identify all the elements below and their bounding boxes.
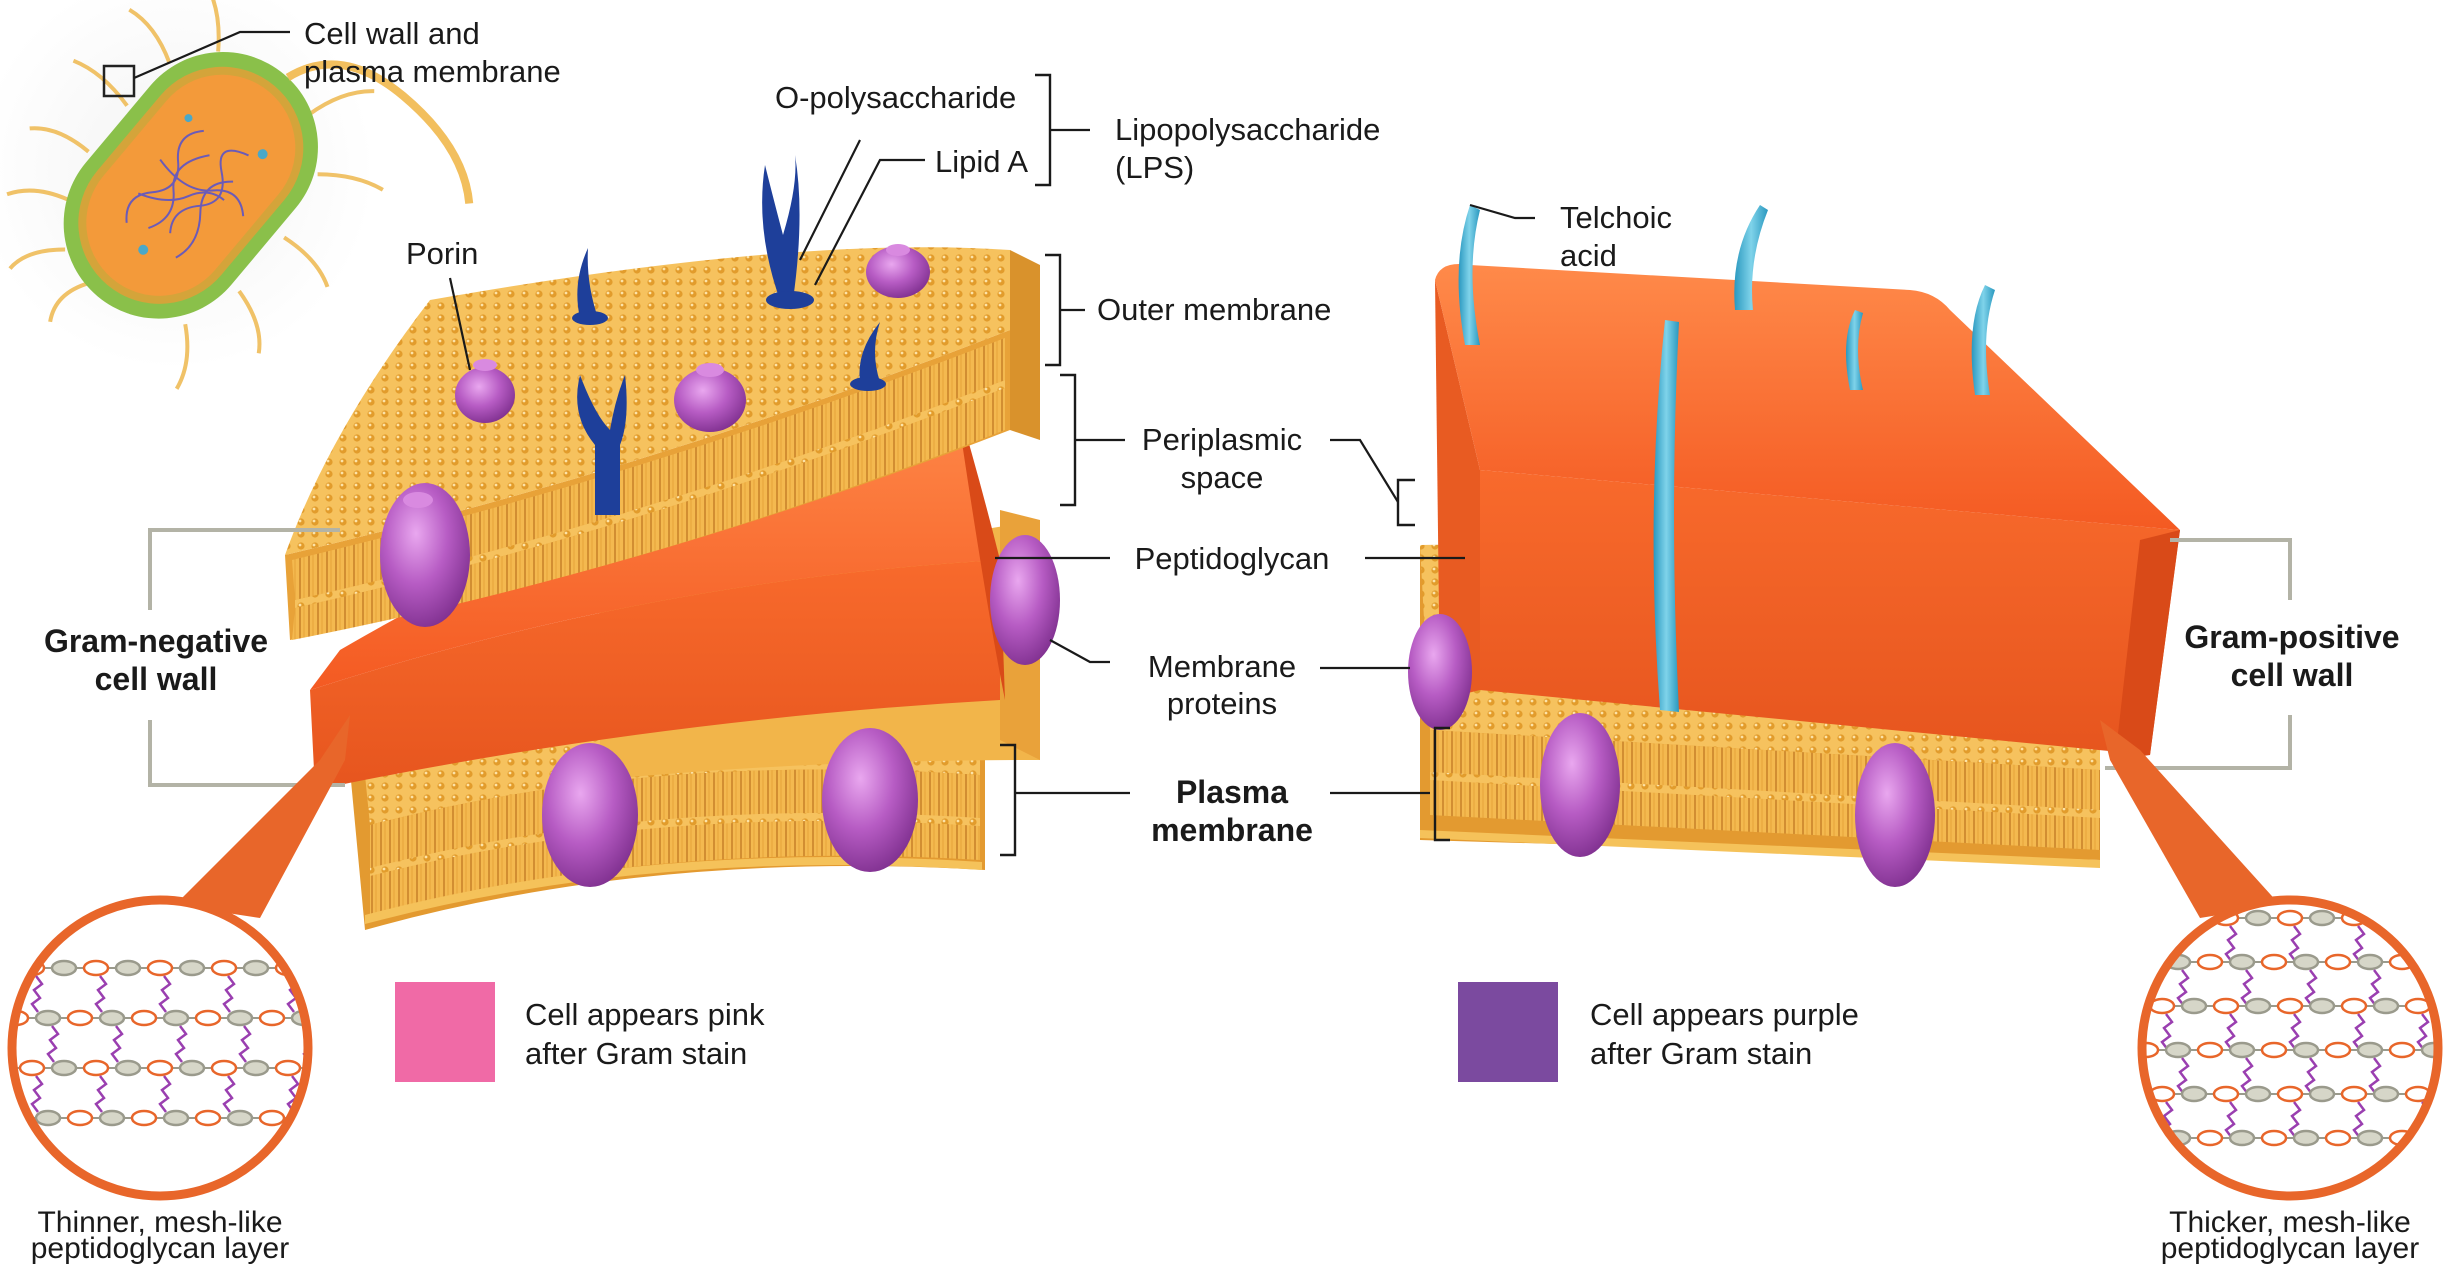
membrane-proteins-label-1: Membrane bbox=[1148, 649, 1296, 684]
leader-lines bbox=[148, 73, 2292, 857]
purple-legend-text-1: Cell appears purple bbox=[1590, 997, 1859, 1032]
teichoic-acid-label-1: Telchoic bbox=[1560, 200, 1672, 235]
inset-label-2: plasma membrane bbox=[304, 54, 561, 89]
teichoic-acid-label-2: acid bbox=[1560, 238, 1617, 273]
purple-legend-text-2: after Gram stain bbox=[1590, 1036, 1812, 1071]
lps-label-1: Lipopolysaccharide bbox=[1115, 112, 1380, 147]
lipid-a-label: Lipid A bbox=[935, 144, 1028, 179]
periplasmic-label-1: Periplasmic bbox=[1142, 422, 1302, 457]
porin-label: Porin bbox=[406, 236, 478, 271]
gram-positive-wall-illustration bbox=[1408, 205, 2180, 887]
membrane-proteins-label-2: proteins bbox=[1167, 686, 1277, 721]
plasma-membrane-label-2: membrane bbox=[1151, 812, 1313, 848]
outer-membrane-label: Outer membrane bbox=[1097, 292, 1331, 327]
thin-caption-1: Thinner, mesh-like bbox=[37, 1206, 282, 1239]
o-polysaccharide-label: O-polysaccharide bbox=[775, 80, 1016, 115]
thin-caption-2: peptidoglycan layer bbox=[31, 1232, 290, 1265]
gram-positive-label-2: cell wall bbox=[2231, 657, 2354, 693]
gram-negative-label-2: cell wall bbox=[95, 661, 218, 697]
gram-negative-label-1: Gram-negative bbox=[44, 623, 268, 659]
gram-positive-label-1: Gram-positive bbox=[2184, 619, 2399, 655]
peptidoglycan-label: Peptidoglycan bbox=[1135, 541, 1330, 576]
thick-peptidoglycan-callout bbox=[2100, 720, 2443, 1201]
periplasmic-label-2: space bbox=[1181, 460, 1264, 495]
thick-caption-2: peptidoglycan layer bbox=[2161, 1232, 2420, 1265]
pink-swatch bbox=[395, 982, 495, 1082]
thin-peptidoglycan-callout bbox=[7, 715, 350, 1201]
thick-caption-1: Thicker, mesh-like bbox=[2169, 1206, 2411, 1239]
purple-swatch bbox=[1458, 982, 1558, 1082]
pink-legend-text-1: Cell appears pink bbox=[525, 997, 765, 1032]
plasma-membrane-label-1: Plasma bbox=[1176, 774, 1288, 810]
lps-label-2: (LPS) bbox=[1115, 150, 1194, 185]
inset-label-1: Cell wall and bbox=[304, 16, 480, 51]
gram-negative-wall-illustration bbox=[285, 155, 1060, 930]
pink-legend-text-2: after Gram stain bbox=[525, 1036, 747, 1071]
bacterium-inset bbox=[0, 0, 474, 390]
